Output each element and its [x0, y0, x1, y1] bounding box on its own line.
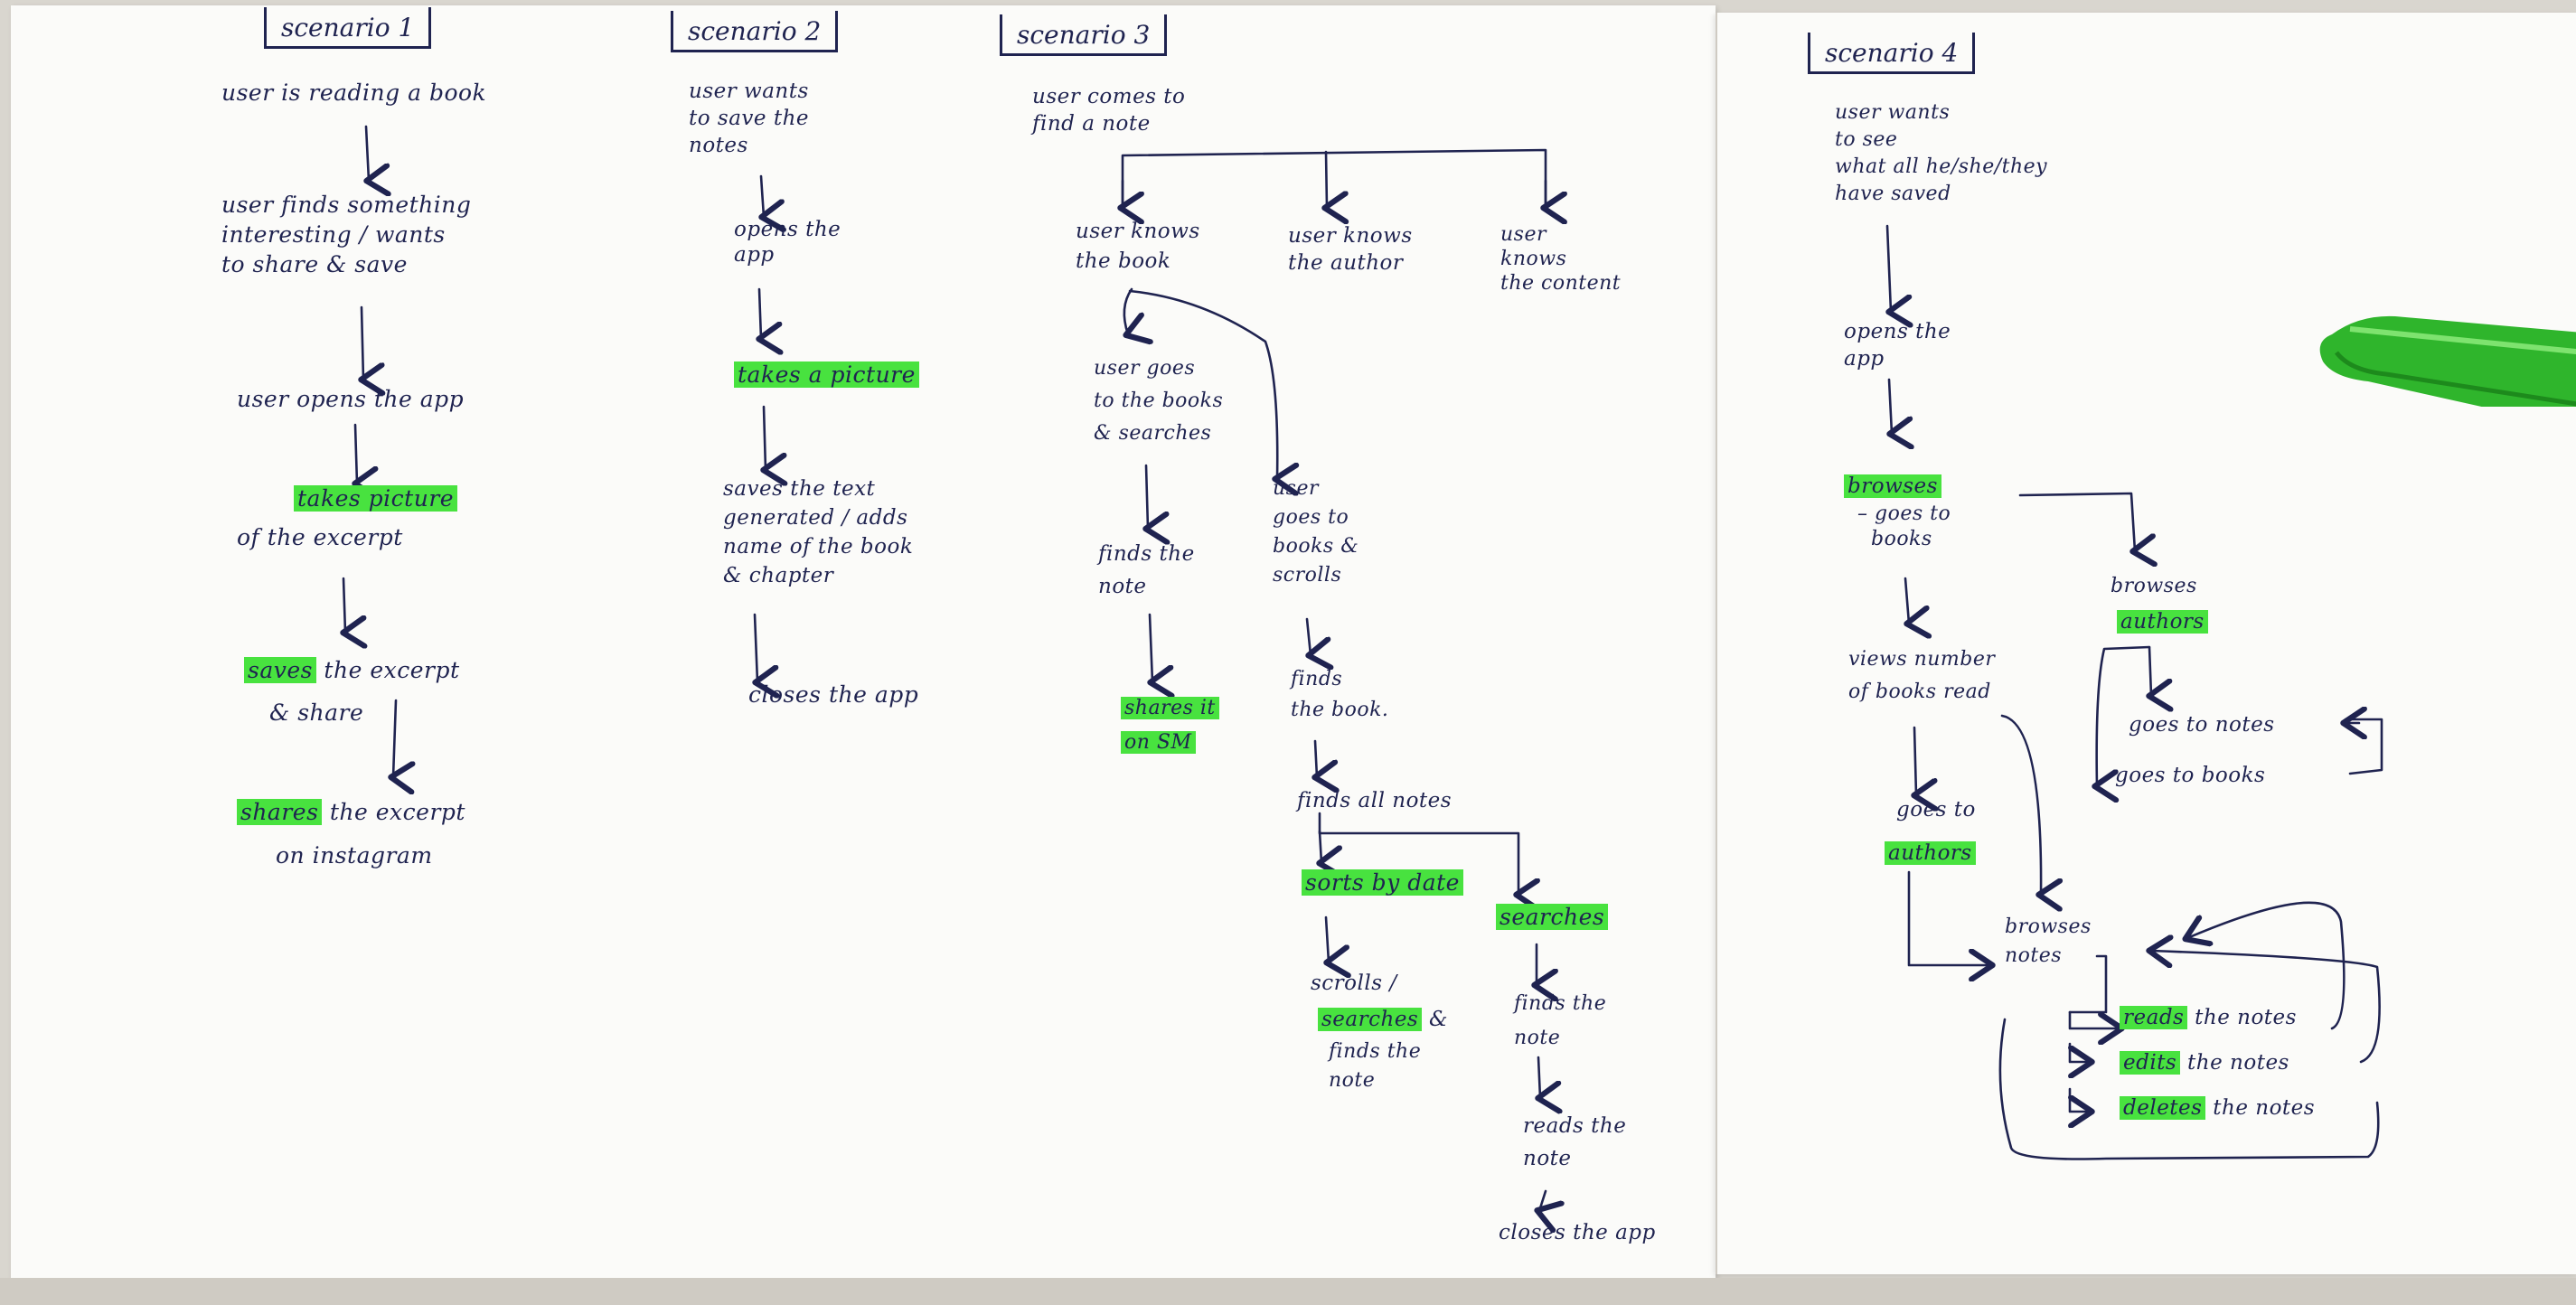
s4-deletes-notes: deletes the notes — [2120, 1094, 2315, 1123]
s2-arrow-2 — [759, 287, 761, 339]
s1-arrow-1 — [366, 125, 369, 181]
s3-b1a-goes-books: user goes to the books & searches — [1094, 357, 1224, 445]
s4-reads-notes: reads the notes — [2120, 1003, 2297, 1033]
s3-b1b-finds-all: finds all notes — [1297, 789, 1453, 812]
s1-step-reading: user is reading a book — [221, 80, 487, 106]
s3-scrolls-finds-note: finds the note — [1329, 1040, 1422, 1092]
s1-step-takes-picture: takes picture — [294, 484, 458, 513]
s2-step-wants-save: user wants to save the notes — [689, 80, 809, 157]
s3-scrolls-searches: searches & — [1318, 1005, 1448, 1035]
scenario-3-title: scenario 3 — [1000, 14, 1168, 56]
s4-browses: browses — [1844, 472, 1941, 502]
s3-scrolls: scrolls / — [1311, 972, 1397, 995]
s3-branch-bar — [1121, 148, 1547, 208]
s3-b1a-finds-note: finds the note — [1098, 542, 1195, 598]
s4-authors: authors — [1885, 839, 1976, 868]
s3-branch-knows-book: user knows the book — [1076, 220, 1200, 273]
scenario-4-title: scenario 4 — [1808, 33, 1976, 74]
s2-step-takes-picture: takes a picture — [734, 360, 919, 390]
s3-b1b-arrow — [1128, 289, 1277, 479]
s1-step-instagram: on instagram — [276, 842, 433, 868]
s4-notes-books-loop — [2344, 718, 2383, 775]
s3-b1a-arrow — [1124, 287, 1132, 334]
green-marker-pen — [2319, 315, 2576, 407]
s2-arrow-1 — [761, 174, 764, 217]
s3-b1b-goes-books: user goes to books & scrolls — [1273, 477, 1359, 587]
s3-searches: searches — [1496, 902, 1609, 932]
s1-arrow-4 — [343, 577, 345, 633]
s3-b1b-finds-book: finds the book. — [1291, 668, 1389, 721]
s4-browses-authors: authors — [2117, 607, 2208, 637]
s3-reads-note: reads the note — [1523, 1114, 1627, 1170]
s4-step-opens-app: opens the app — [1844, 320, 1951, 371]
s3-branch-2-arrow — [1326, 150, 1327, 208]
s4-goes-books: – goes to books — [1857, 502, 1951, 550]
s4-views-books: views number of books read — [1848, 648, 1996, 703]
s2-step-opens-app: opens the app — [734, 218, 841, 267]
s4-goes-books-2: goes to books — [2115, 764, 2266, 787]
s4-browses-notes: browses notes — [2005, 915, 2092, 967]
s2-step-closes-app: closes the app — [748, 681, 919, 708]
s3-search-finds-note: finds the note — [1514, 992, 1607, 1049]
s1-step-shares: shares the excerpt — [237, 797, 465, 827]
s4-notes-bracket — [2068, 954, 2108, 1014]
s3-branch-knows-author: user knows the author — [1288, 224, 1413, 275]
s4-goes-to: goes to — [1896, 798, 1976, 821]
s3-step-comes-find: user comes to find a note — [1032, 85, 1186, 136]
scenario-1-title: scenario 1 — [264, 7, 432, 49]
s4-goes-notes: goes to notes — [2129, 713, 2275, 737]
s1-step-opens-app: user opens the app — [237, 386, 465, 412]
s4-edits-notes: edits the notes — [2120, 1048, 2289, 1078]
s4-authors-branch — [2018, 492, 2135, 551]
s3-sorts-by-date: sorts by date — [1302, 868, 1463, 897]
paper-sheet-left — [11, 5, 1716, 1283]
s2-step-saves-text: saves the text generated / adds name of … — [723, 477, 914, 587]
s3-b1a-shares: shares it on SM — [1121, 691, 1219, 760]
s4-browses-authors-label: browses — [2111, 575, 2197, 597]
s1-step-saves: saves the excerpt — [244, 655, 460, 685]
s4-step-wants-see: user wants to see what all he/she/they h… — [1835, 101, 2048, 205]
s1-arrow-5 — [393, 699, 396, 777]
s3-closes-app: closes the app — [1499, 1221, 1656, 1244]
s1-step-finds: user finds something interesting / wants… — [221, 192, 472, 277]
s3-branch-knows-content: user knows the content — [1500, 223, 1622, 295]
s1-step-share: & share — [269, 699, 364, 726]
s1-step-excerpt: of the excerpt — [237, 524, 403, 550]
s3-sort-branch — [1318, 812, 1518, 895]
s2-arrow-3 — [764, 405, 766, 470]
scenario-2-title: scenario 2 — [671, 11, 839, 52]
s4-delete-loop — [1998, 1018, 2380, 1160]
table-surface — [0, 1278, 2576, 1305]
s1-arrow-2 — [362, 305, 363, 380]
s2-arrow-4 — [755, 613, 757, 682]
s1-arrow-3 — [355, 423, 357, 484]
